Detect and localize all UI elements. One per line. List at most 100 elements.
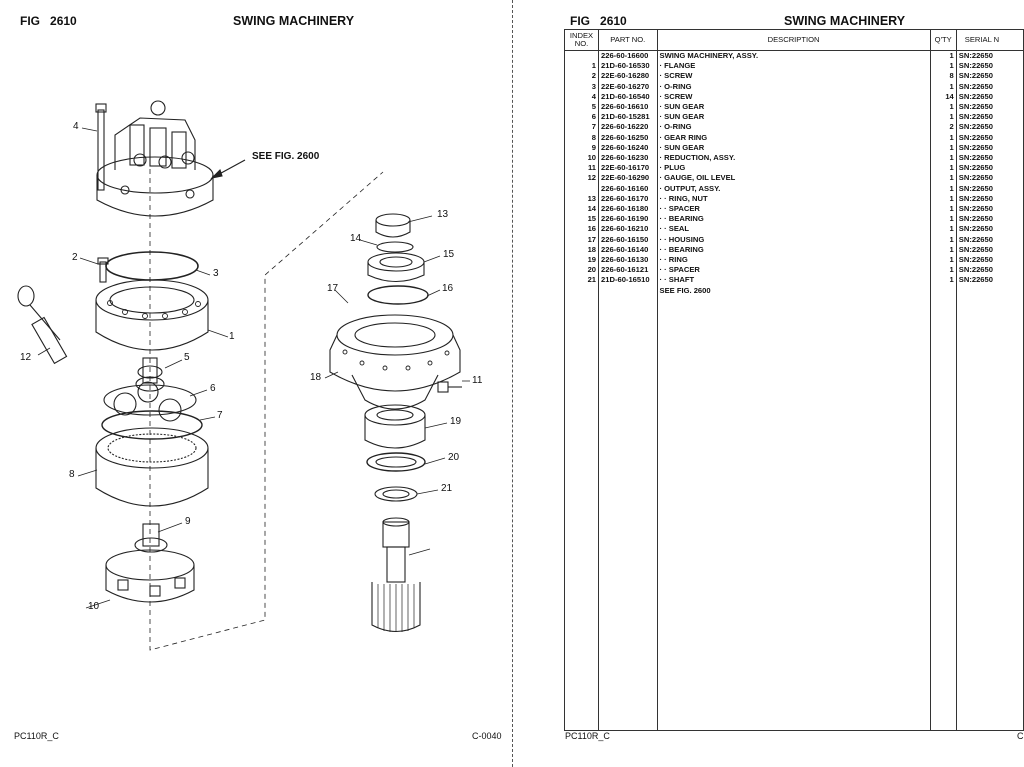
cell-serial: SN:22650 xyxy=(955,50,1024,62)
cell-qty: 1 xyxy=(929,142,957,154)
cell-part-no: 226-60-16160 xyxy=(598,183,658,194)
table-row: 1 21D-60-16530 · FLANGE 1 SN:22650 xyxy=(563,61,1024,72)
cell-index: 15 xyxy=(563,214,600,225)
cell-serial: SN:22650 xyxy=(955,81,1024,92)
cell-part-no: 226-60-16130 xyxy=(598,255,658,266)
cell-index: 11 xyxy=(563,163,600,174)
table-row: 18 226-60-16140 · · BEARING 1 SN:22650 xyxy=(563,244,1024,256)
page-title: SWING MACHINERY xyxy=(233,14,355,28)
cell-description: · SUN GEAR xyxy=(656,102,931,113)
table-row: 8 226-60-16250 · GEAR RING 1 SN:22650 xyxy=(563,132,1024,143)
page-divider xyxy=(512,0,513,767)
table-row: 11 22E-60-16170 · PLUG 1 SN:22650 xyxy=(563,163,1024,174)
cell-part-no: 21D-60-16510 xyxy=(598,275,658,286)
cell-part-no: 226-60-16250 xyxy=(598,132,658,143)
cell-index: 14 xyxy=(563,204,600,215)
diagram-page: FIG 2610 SWING MACHINERY xyxy=(14,14,502,741)
callout-number: 11 xyxy=(472,375,483,386)
cell-index: 18 xyxy=(563,244,600,256)
cell-index xyxy=(563,285,600,296)
cell-part-no: 22E-60-16280 xyxy=(598,71,658,82)
callout-number: 12 xyxy=(20,352,32,363)
cell-qty: 2 xyxy=(929,122,957,133)
cell-qty: 1 xyxy=(929,153,957,164)
parts-list-page: FIG 2610 SWING MACHINERY INDEX NO. PART … xyxy=(514,0,1024,767)
parts-table-body: 226-60-16600 SWING MACHINERY, ASSY. 1 SN… xyxy=(563,50,1024,731)
col-header-qty: Q'TY xyxy=(929,29,957,51)
table-row: 16 226-60-16210 · · SEAL 1 SN:22650 xyxy=(563,224,1024,235)
cell-description: · · RING, NUT xyxy=(656,193,931,205)
cell-description: · · RING xyxy=(656,255,931,266)
cell-index: 2 xyxy=(563,71,600,82)
callout-number: 1 xyxy=(229,331,235,342)
sun-gear-part-5 xyxy=(135,357,165,392)
spacer-part-14 xyxy=(376,241,414,253)
cell-serial: SN:22650 xyxy=(955,193,1024,205)
parts-table: INDEX NO. PART NO. DESCRIPTION Q'TY SERI… xyxy=(563,29,1024,731)
cell-part-no: 226-60-16121 xyxy=(598,265,658,276)
cell-index: 19 xyxy=(563,255,600,266)
cell-qty: 1 xyxy=(929,224,957,235)
motor-housing-drawing xyxy=(96,100,214,217)
table-row: 15 226-60-16190 · · BEARING 1 SN:22650 xyxy=(563,214,1024,225)
housing-part-17 xyxy=(329,314,461,410)
bearing-part-15 xyxy=(367,252,425,283)
table-row: 12 22E-60-16290 · GAUGE, OIL LEVEL 1 SN:… xyxy=(563,173,1024,184)
cell-index xyxy=(563,50,600,62)
callout-number: 9 xyxy=(185,516,191,527)
cell-description: · GEAR RING xyxy=(656,132,931,143)
cell-index: 13 xyxy=(563,193,600,205)
cell-part-no: 226-60-16240 xyxy=(598,142,658,154)
table-row: 7 226-60-16220 · O-RING 2 SN:22650 xyxy=(563,122,1024,133)
cell-serial: SN:22650 xyxy=(955,275,1024,286)
cell-serial: SN:22650 xyxy=(955,244,1024,256)
footer-model: PC110R_C xyxy=(565,731,610,741)
cell-description: · REDUCTION, ASSY. xyxy=(656,153,931,164)
oil-gauge-part-12 xyxy=(17,285,68,365)
footer-page-code: C xyxy=(1017,731,1024,741)
cell-description: · OUTPUT, ASSY. xyxy=(656,183,931,194)
cell-index: 4 xyxy=(563,91,600,103)
cell-description: · SCREW xyxy=(656,91,931,103)
cell-part-no: 226-60-16210 xyxy=(598,224,658,235)
cell-description: · O-RING xyxy=(656,122,931,133)
table-row: 5 226-60-16610 · SUN GEAR 1 SN:22650 xyxy=(563,102,1024,113)
cell-qty: 8 xyxy=(929,71,957,82)
cell-qty: 1 xyxy=(929,61,957,72)
cell-serial: SN:22650 xyxy=(955,61,1024,72)
bearing-part-18 xyxy=(364,404,426,449)
cell-description: · O-RING xyxy=(656,81,931,92)
col-header-description: DESCRIPTION xyxy=(656,29,931,51)
cell-description: · SUN GEAR xyxy=(656,112,931,123)
cell-index: 6 xyxy=(563,112,600,123)
sun-gear-part-6 xyxy=(103,381,197,422)
col-header-index: INDEX NO. xyxy=(563,29,600,51)
cell-serial: SN:22650 xyxy=(955,132,1024,143)
cell-qty: 1 xyxy=(929,50,957,62)
cell-index: 3 xyxy=(563,81,600,92)
cell-part-no: 21D-60-16530 xyxy=(598,61,658,72)
cell-index: 9 xyxy=(563,142,600,154)
cell-description: · · BEARING xyxy=(656,244,931,256)
cell-serial: SN:22650 xyxy=(955,91,1024,103)
cell-serial: SN:22650 xyxy=(955,122,1024,133)
cell-part-no: 226-60-16230 xyxy=(598,153,658,164)
cell-description: · SUN GEAR xyxy=(656,142,931,154)
see-fig-label: SEE FIG. 2600 xyxy=(252,151,320,162)
cell-index: 7 xyxy=(563,122,600,133)
cell-qty: 1 xyxy=(929,275,957,286)
callout-number: 7 xyxy=(217,410,223,421)
cell-description: · · SPACER xyxy=(656,265,931,276)
cell-serial: SN:22650 xyxy=(955,163,1024,174)
callout-number: 15 xyxy=(443,249,455,260)
cell-serial: SN:22650 xyxy=(955,71,1024,82)
table-row: 20 226-60-16121 · · SPACER 1 SN:22650 xyxy=(563,265,1024,276)
table-row: 2 22E-60-16280 · SCREW 8 SN:22650 xyxy=(563,71,1024,82)
callout-number: 2 xyxy=(72,252,78,263)
cell-description: · PLUG xyxy=(656,163,931,174)
callout-number: 20 xyxy=(448,452,460,463)
cell-qty: 1 xyxy=(929,132,957,143)
cell-serial xyxy=(955,285,1024,296)
cell-part-no: 21D-60-16540 xyxy=(598,91,658,103)
cell-qty: 1 xyxy=(929,173,957,184)
